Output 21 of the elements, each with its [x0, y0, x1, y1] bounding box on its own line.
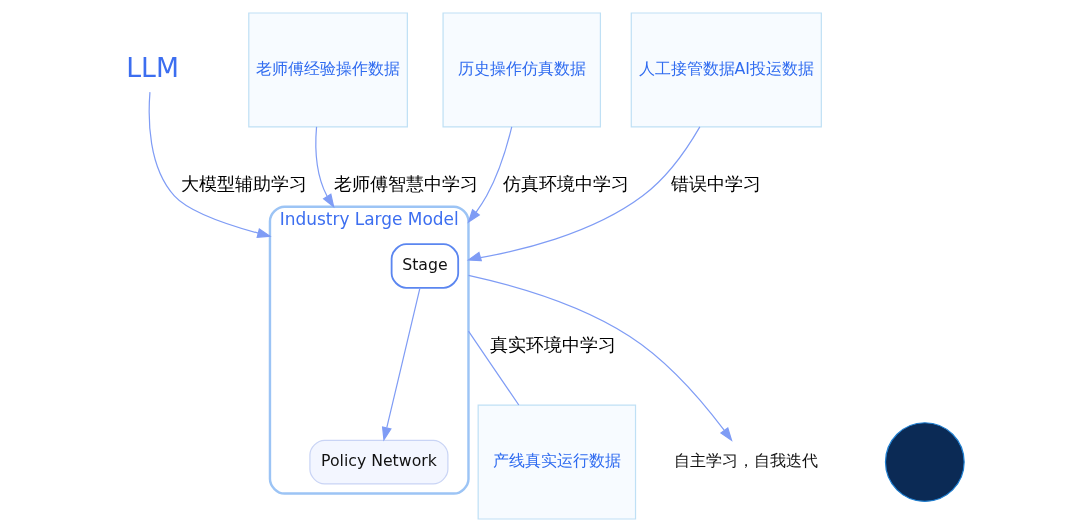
- node-circle: [884, 422, 965, 503]
- edge-label: 老师傅智慧中学习: [333, 172, 478, 194]
- arrow: [148, 91, 272, 238]
- edge-label: 仿真环境中学习: [502, 172, 629, 194]
- arrow: [466, 126, 512, 224]
- edge-label: 错误中学习: [670, 172, 761, 194]
- node-box: 历史操作仿真数据: [441, 12, 601, 128]
- node-text: LLM: [125, 51, 179, 83]
- node-box: Policy Network: [308, 439, 448, 485]
- arrow: [466, 126, 700, 262]
- node-box: 老师傅经验操作数据: [247, 12, 408, 128]
- arrow: [314, 126, 335, 209]
- arrow: [381, 287, 421, 442]
- node-box: 产线真实运行数据: [477, 404, 636, 520]
- edge-label: 大模型辅助学习: [180, 172, 307, 194]
- arrow: [467, 274, 733, 442]
- node-box: Stage: [390, 243, 459, 289]
- edge-label: 真实环境中学习: [489, 333, 616, 355]
- node-box: 人工接管数据AI投运数据: [630, 12, 822, 128]
- connector: [467, 330, 519, 406]
- node-text: 自主学习，自我迭代: [673, 451, 818, 471]
